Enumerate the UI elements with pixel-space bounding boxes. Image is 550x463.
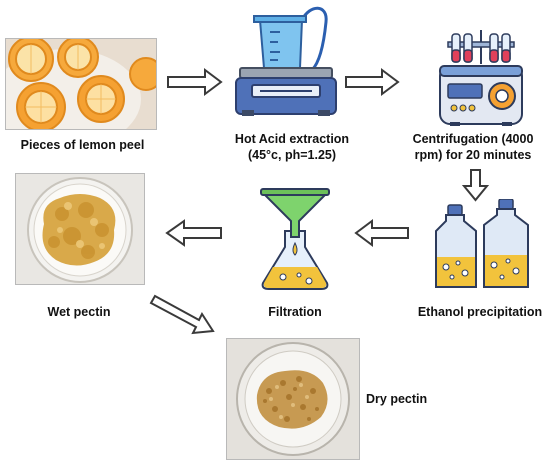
lemon-peel-photo (5, 38, 157, 130)
label-dry-pectin: Dry pectin (366, 392, 428, 406)
arrow-centrifuge-to-ethanol (461, 169, 490, 202)
label-centrifugation-line2: rpm) for 20 minutes (414, 148, 532, 162)
bottles-icon (435, 199, 529, 288)
dry-pectin-photo (226, 338, 360, 460)
arrow-ethanol-to-filtration (354, 219, 409, 247)
arrow-lemon-to-hotacid (167, 68, 223, 96)
arrow-hotacid-to-centrifuge (345, 68, 400, 96)
label-centrifugation-line1: Centrifugation (4000 (412, 132, 534, 146)
arrow-wetpectin-to-drypectin (149, 294, 215, 335)
label-ethanol: Ethanol precipitation (417, 305, 543, 319)
arrow-filtration-to-wetpectin (165, 219, 222, 247)
label-lemon-peel: Pieces of lemon peel (20, 138, 145, 152)
label-hot-acid: Hot Acid extraction (45°c, ph=1.25) (222, 131, 362, 163)
hot-plate-beaker-icon (235, 6, 337, 116)
label-filtration: Filtration (268, 305, 322, 319)
label-hot-acid-line1: Hot Acid extraction (234, 132, 350, 146)
funnel-flask-icon (260, 188, 330, 290)
label-centrifugation: Centrifugation (4000 rpm) for 20 minutes (398, 131, 548, 163)
label-hot-acid-line2: (45°c, ph=1.25) (247, 148, 337, 162)
label-wet-pectin: Wet pectin (47, 305, 111, 319)
wet-pectin-photo (15, 173, 145, 285)
centrifuge-icon (439, 30, 523, 126)
